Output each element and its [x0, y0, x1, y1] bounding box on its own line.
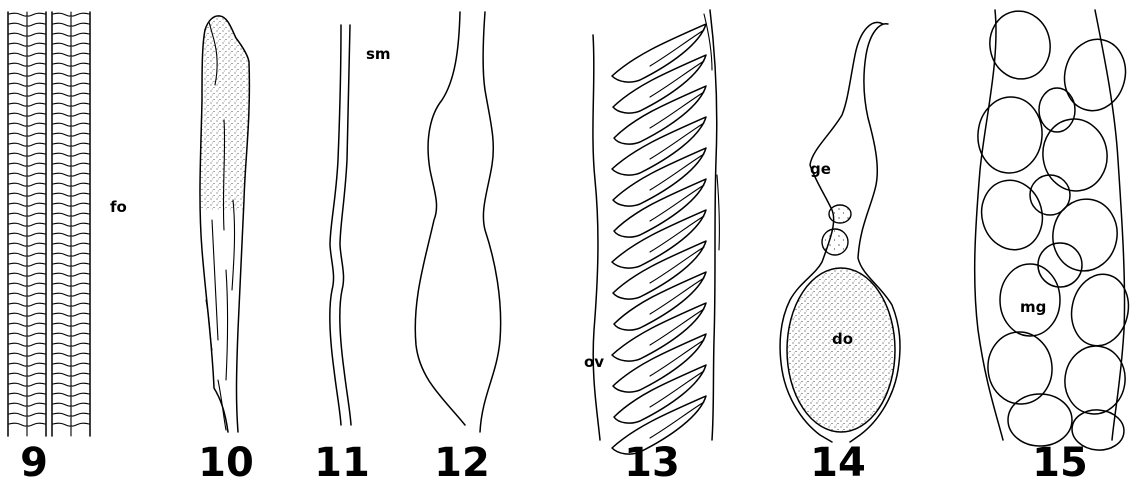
label-ge: ge [810, 160, 831, 178]
figure-9-drawing [8, 12, 90, 436]
figure-12-drawing [415, 12, 500, 432]
figure-number-14: 14 [798, 440, 878, 486]
figure-number-10: 10 [186, 440, 266, 486]
figure-number-15: 15 [1020, 440, 1100, 486]
figure-11-drawing [330, 25, 351, 425]
label-mg: mg [1020, 298, 1046, 316]
figure-number-9: 9 [0, 440, 74, 486]
figure-13-drawing [593, 10, 719, 454]
figure-number-13: 13 [612, 440, 692, 486]
figure-15-megaspores [974, 6, 1135, 452]
figure-10-drawing [200, 16, 249, 432]
figure-number-12: 12 [422, 440, 502, 486]
figure-13-scales [612, 24, 706, 454]
figure-9-cells [9, 13, 89, 426]
figure-14-drawing [780, 22, 900, 442]
label-do: do [832, 330, 853, 348]
label-fo: fo [110, 198, 127, 216]
figure-15-drawing [974, 6, 1135, 452]
label-sm: sm [366, 45, 391, 63]
label-ov: ov [584, 353, 604, 371]
figure-number-11: 11 [302, 440, 382, 486]
